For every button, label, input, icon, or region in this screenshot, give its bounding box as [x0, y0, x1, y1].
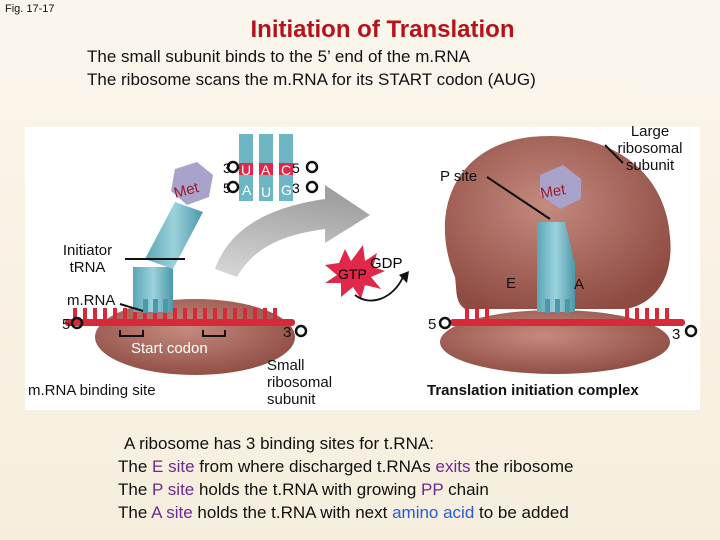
mrna-5-right-label: 5 — [428, 316, 437, 333]
mrna-strand-right — [450, 319, 685, 326]
e-site-term: E site — [152, 457, 195, 476]
mrna-3-left-label: 3 — [283, 324, 292, 341]
l3-c: chain — [443, 480, 489, 499]
bottom-line-3: The P site holds the t.RNA with growing … — [118, 478, 573, 501]
l4-a: The — [118, 503, 152, 522]
intro-line-2: The ribosome scans the m.RNA for its STA… — [87, 70, 536, 89]
mrna-strand-left — [65, 319, 295, 326]
codon-letter-1: A — [242, 182, 252, 198]
mrna-binding-site-label: m.RNA binding site — [28, 382, 156, 399]
anticodon-letter-3: C — [281, 162, 291, 178]
p-site-label: P site — [440, 168, 478, 185]
diagram-panel: Met 3 U A C 5 5 A U G 3 — [25, 127, 700, 410]
p-site-term: P site — [152, 480, 195, 499]
codon-inset — [226, 134, 319, 201]
mrna-5-end-left-icon — [70, 316, 84, 330]
mrna-5-end-right-icon — [438, 316, 452, 330]
l2-c: the ribosome — [470, 457, 574, 476]
l2-b: from where discharged t.RNAs — [194, 457, 436, 476]
met-label-right: Met — [539, 181, 567, 202]
anticodon-letter-1: U — [241, 162, 251, 178]
l3-b: holds the t.RNA with growing — [194, 480, 422, 499]
start-codon-label: Start codon — [131, 340, 208, 357]
large-subunit-label: Large ribosomal subunit — [617, 123, 683, 174]
l4-b: holds the t.RNA with next — [192, 503, 393, 522]
pp-term: PP — [421, 480, 444, 499]
initiator-trna-label: Initiator tRNA — [62, 242, 113, 276]
l3-a: The — [118, 480, 153, 499]
bottom-line-1: A ribosome has 3 binding sites for t.RNA… — [124, 434, 434, 453]
gtp-starburst — [325, 245, 385, 299]
codon-5-label: 5 — [223, 180, 231, 196]
l4-c: to be added — [474, 503, 569, 522]
mrna-3-end-left-icon — [294, 324, 308, 338]
codon-letter-3: G — [281, 182, 292, 198]
small-subunit-label: Small ribosomal subunit — [267, 357, 333, 408]
mrna-label: m.RNA — [67, 292, 116, 309]
diagram-svg: Met 3 U A C 5 5 A U G 3 — [65, 134, 698, 375]
codon-letter-2: U — [261, 184, 271, 200]
a-site-label: A — [574, 276, 585, 293]
large-subunit-pointer — [604, 144, 624, 164]
bottom-line-2: The E site from where discharged t.RNAs … — [118, 455, 573, 478]
p-site-pointer — [486, 176, 551, 220]
exits-term: exits — [435, 457, 471, 476]
met-hexagon-right — [540, 165, 581, 209]
mrna-bases-right — [465, 308, 669, 320]
figure-label: Fig. 17-17 — [5, 3, 55, 15]
anticodon-5-label: 5 — [292, 160, 300, 176]
intro-line-1: The small subunit binds to the 5’ end of… — [87, 47, 471, 66]
gdp-label: GDP — [370, 255, 403, 272]
amino-acid-term: amino acid — [392, 503, 475, 522]
met-hexagon-left — [171, 162, 213, 205]
met-label-left: Met — [172, 179, 201, 202]
gdp-arrowhead — [399, 271, 409, 283]
l2-a: The — [118, 457, 153, 476]
initiator-trna-right — [537, 222, 575, 313]
anticodon-3-label: 3 — [223, 160, 231, 176]
gtp-label: GTP — [338, 266, 367, 282]
gdp-arrow — [354, 276, 404, 302]
initiator-trna-left — [133, 202, 203, 313]
mrna-bases-left — [73, 308, 277, 320]
bottom-line-4: The A site holds the t.RNA with next ami… — [118, 501, 573, 524]
assembly-arrow — [215, 185, 370, 277]
complex-label: Translation initiation complex — [427, 382, 639, 399]
start-codon-bracket — [119, 330, 144, 337]
bottom-text: A ribosome has 3 binding sites for t.RNA… — [118, 432, 573, 524]
mrna-3-right-label: 3 — [672, 326, 681, 343]
binding-site-bracket — [202, 330, 226, 337]
mrna-pointer — [119, 303, 144, 312]
e-site-label: E — [506, 275, 517, 292]
a-site-term: A site — [151, 503, 193, 522]
page-title: Initiation of Translation — [250, 16, 515, 43]
mrna-3-end-right-icon — [684, 324, 698, 338]
anticodon-letter-2: A — [261, 162, 271, 178]
mrna-5-left-label: 5 — [62, 316, 71, 333]
codon-3-label: 3 — [292, 180, 300, 196]
